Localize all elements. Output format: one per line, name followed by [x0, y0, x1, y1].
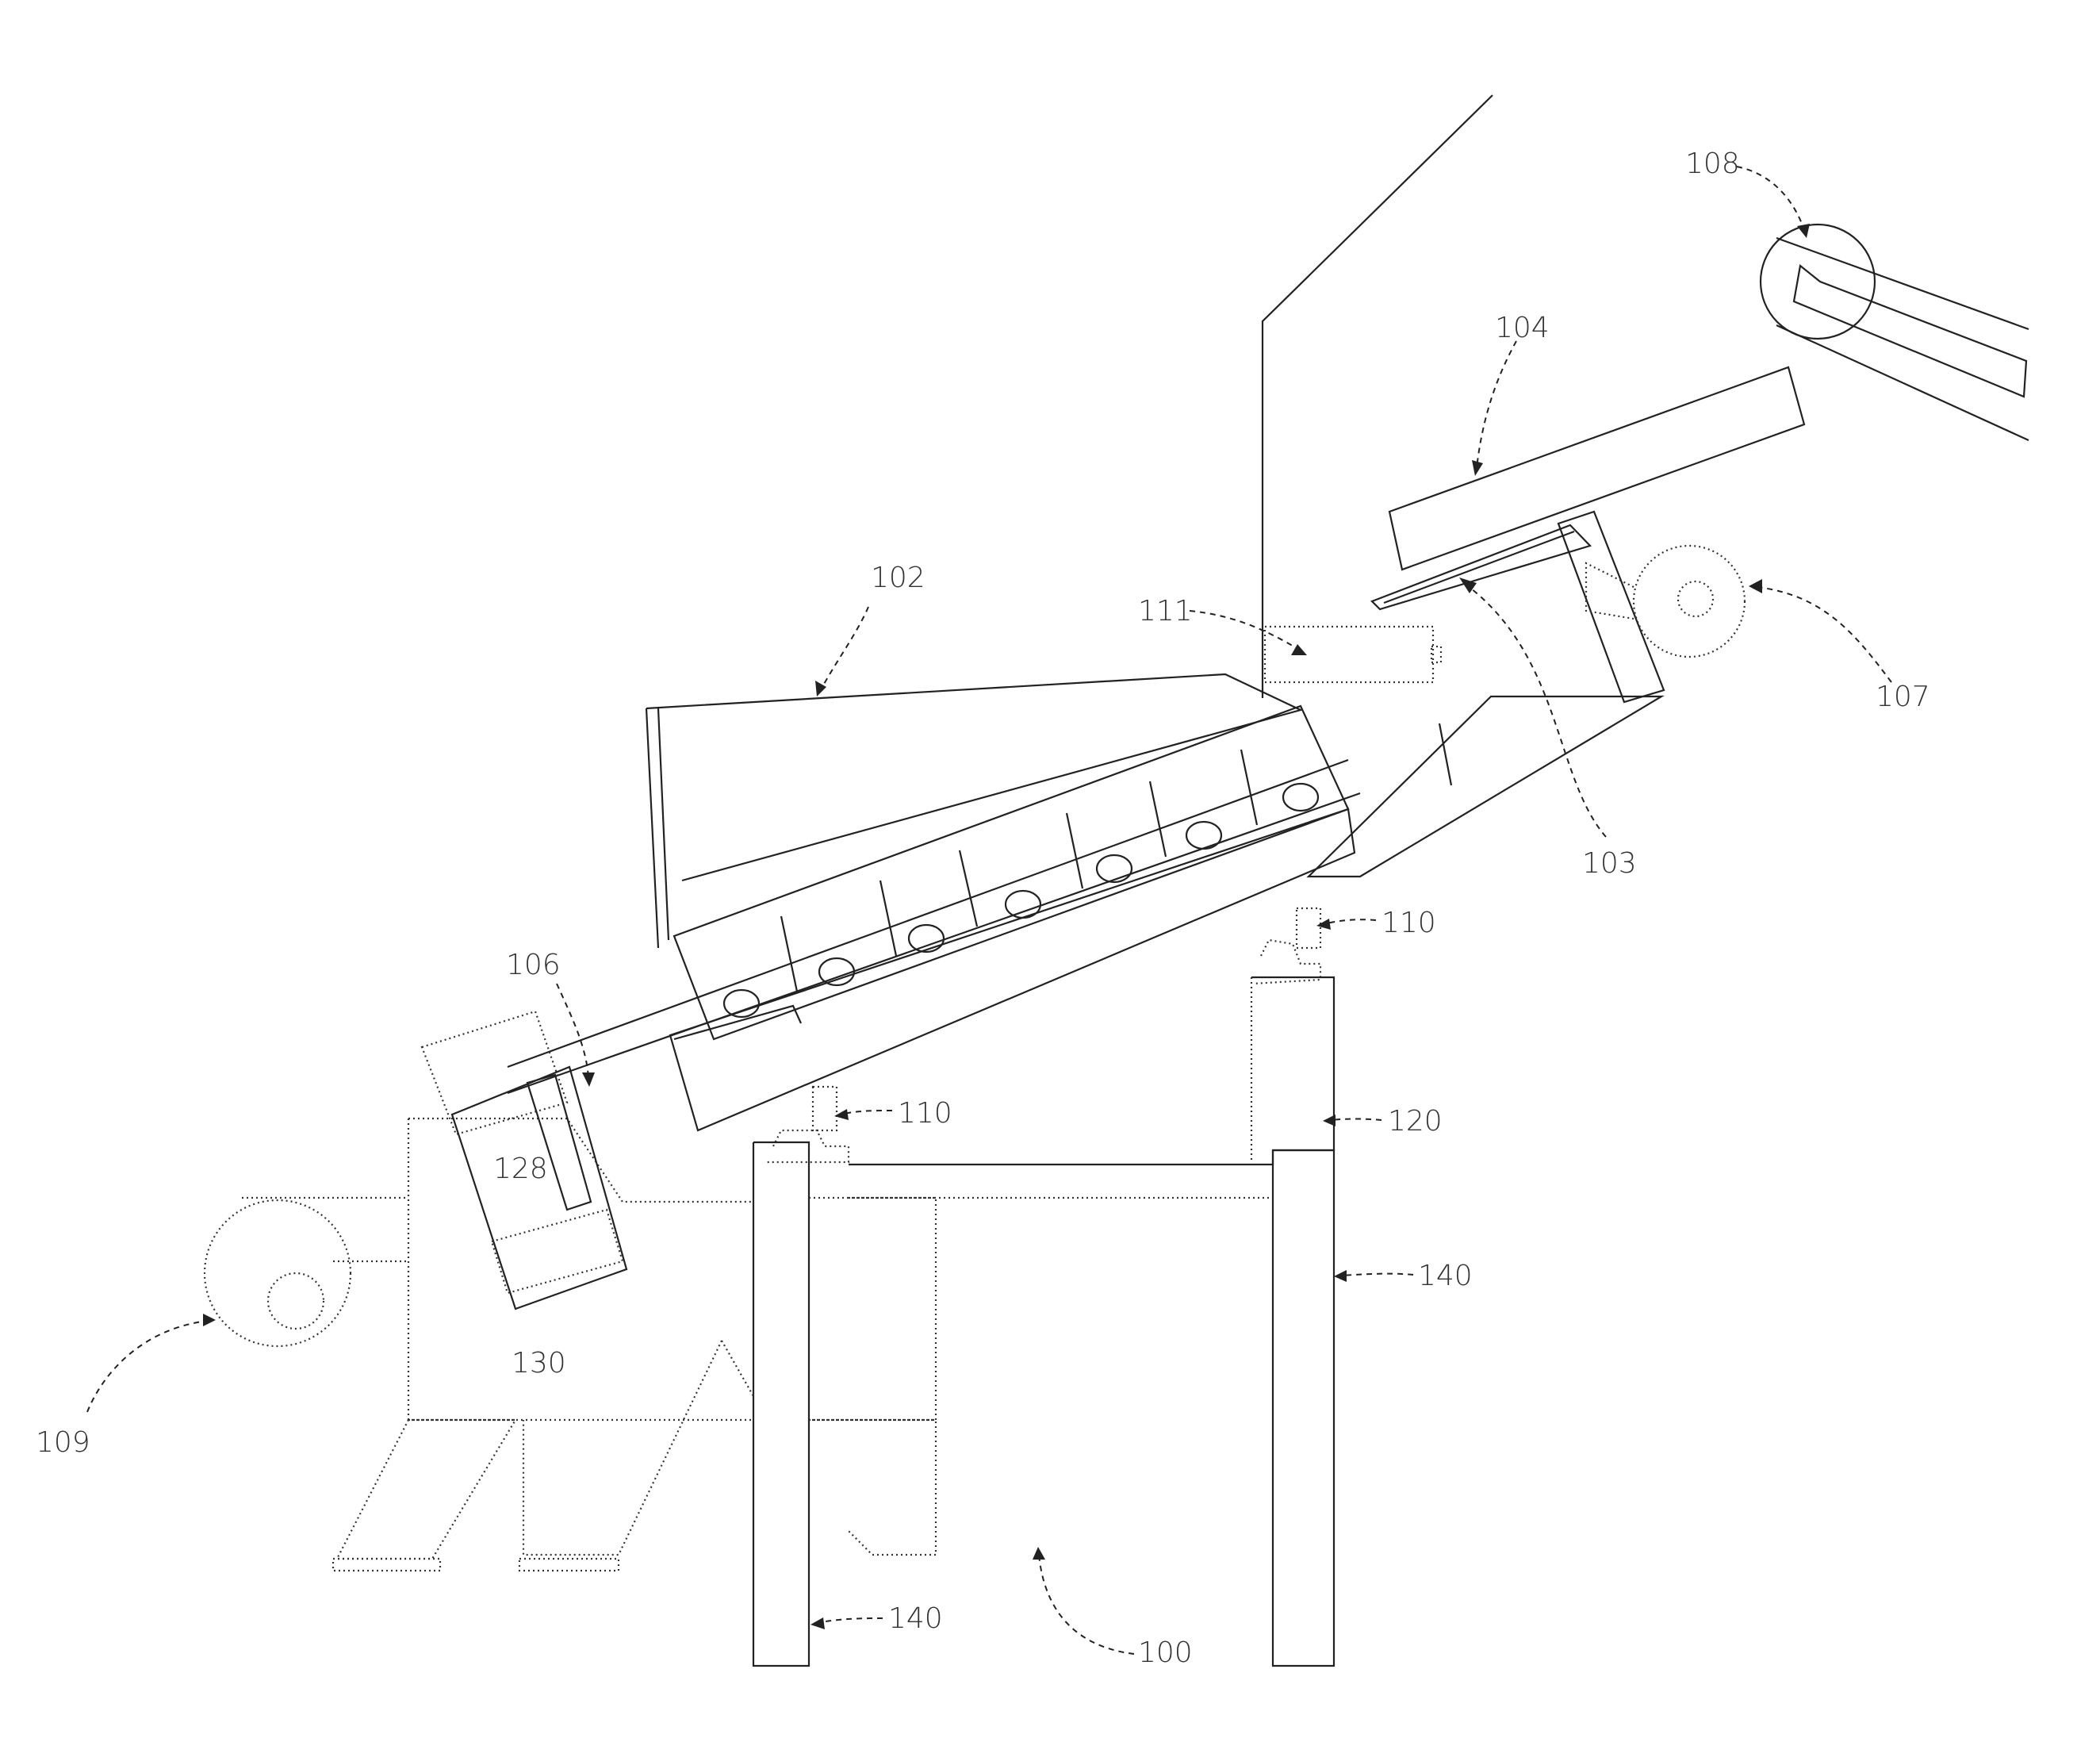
label-104: 104 [1495, 312, 1550, 344]
support-110-lower [765, 1087, 849, 1162]
label-130: 130 [512, 1347, 566, 1379]
chute-102 [508, 674, 1360, 1130]
label-140-right: 140 [1418, 1260, 1473, 1292]
label-140-bottom: 140 [888, 1602, 943, 1635]
leg-140-left [753, 1142, 809, 1666]
blower-109 [205, 1198, 408, 1346]
label-102: 102 [871, 562, 925, 594]
support-110-upper [1253, 908, 1320, 984]
label-110-upper: 110 [1381, 907, 1436, 939]
label-100: 100 [1138, 1636, 1193, 1669]
label-111: 111 [1138, 595, 1193, 627]
label-103: 103 [1582, 847, 1637, 880]
plate-104 [1372, 367, 1804, 609]
label-106: 106 [506, 949, 561, 981]
housing-130 [408, 1118, 753, 1555]
blower-107 [1586, 546, 1745, 657]
label-128: 128 [493, 1153, 548, 1185]
label-109: 109 [36, 1426, 90, 1459]
leader-lines [87, 167, 1891, 1654]
label-120: 120 [1388, 1105, 1443, 1138]
screen-rollers [724, 784, 1318, 1017]
frame-120 [849, 977, 1334, 1198]
label-107: 107 [1876, 681, 1930, 713]
frame-cross-member [809, 1198, 936, 1555]
label-110-lower: 110 [898, 1097, 952, 1130]
leg-140-right [1273, 1150, 1334, 1666]
label-108: 108 [1685, 148, 1740, 180]
roller-108 [1761, 224, 2029, 440]
base-feet [333, 1420, 619, 1571]
right-bracket [1309, 512, 1664, 877]
component-111 [1265, 627, 1441, 682]
reference-labels: 102 111 104 108 107 103 106 110 110 120 … [36, 148, 1930, 1669]
